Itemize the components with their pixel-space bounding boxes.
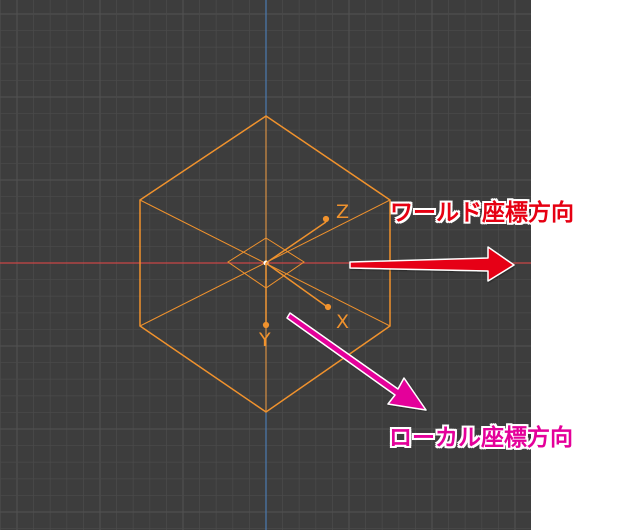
gizmo-z-label: Z (336, 201, 349, 223)
gizmo-z-handle[interactable] (322, 215, 330, 223)
viewport-grid (0, 0, 531, 530)
local-coordinate-label: ローカル座標方向 (389, 425, 573, 451)
gizmo-x-handle[interactable] (324, 303, 332, 311)
gizmo-x-label: X (336, 311, 349, 333)
viewport-canvas: Z X Y (0, 0, 531, 530)
gizmo-y-label: Y (258, 329, 271, 351)
world-coordinate-label: ワールド座標方向 (390, 200, 574, 226)
gizmo-x-line[interactable] (265, 262, 327, 307)
gizmo-z-line[interactable] (265, 221, 327, 264)
gizmo-y-handle[interactable] (262, 321, 270, 329)
local-axis-gizmo[interactable] (262, 215, 332, 329)
